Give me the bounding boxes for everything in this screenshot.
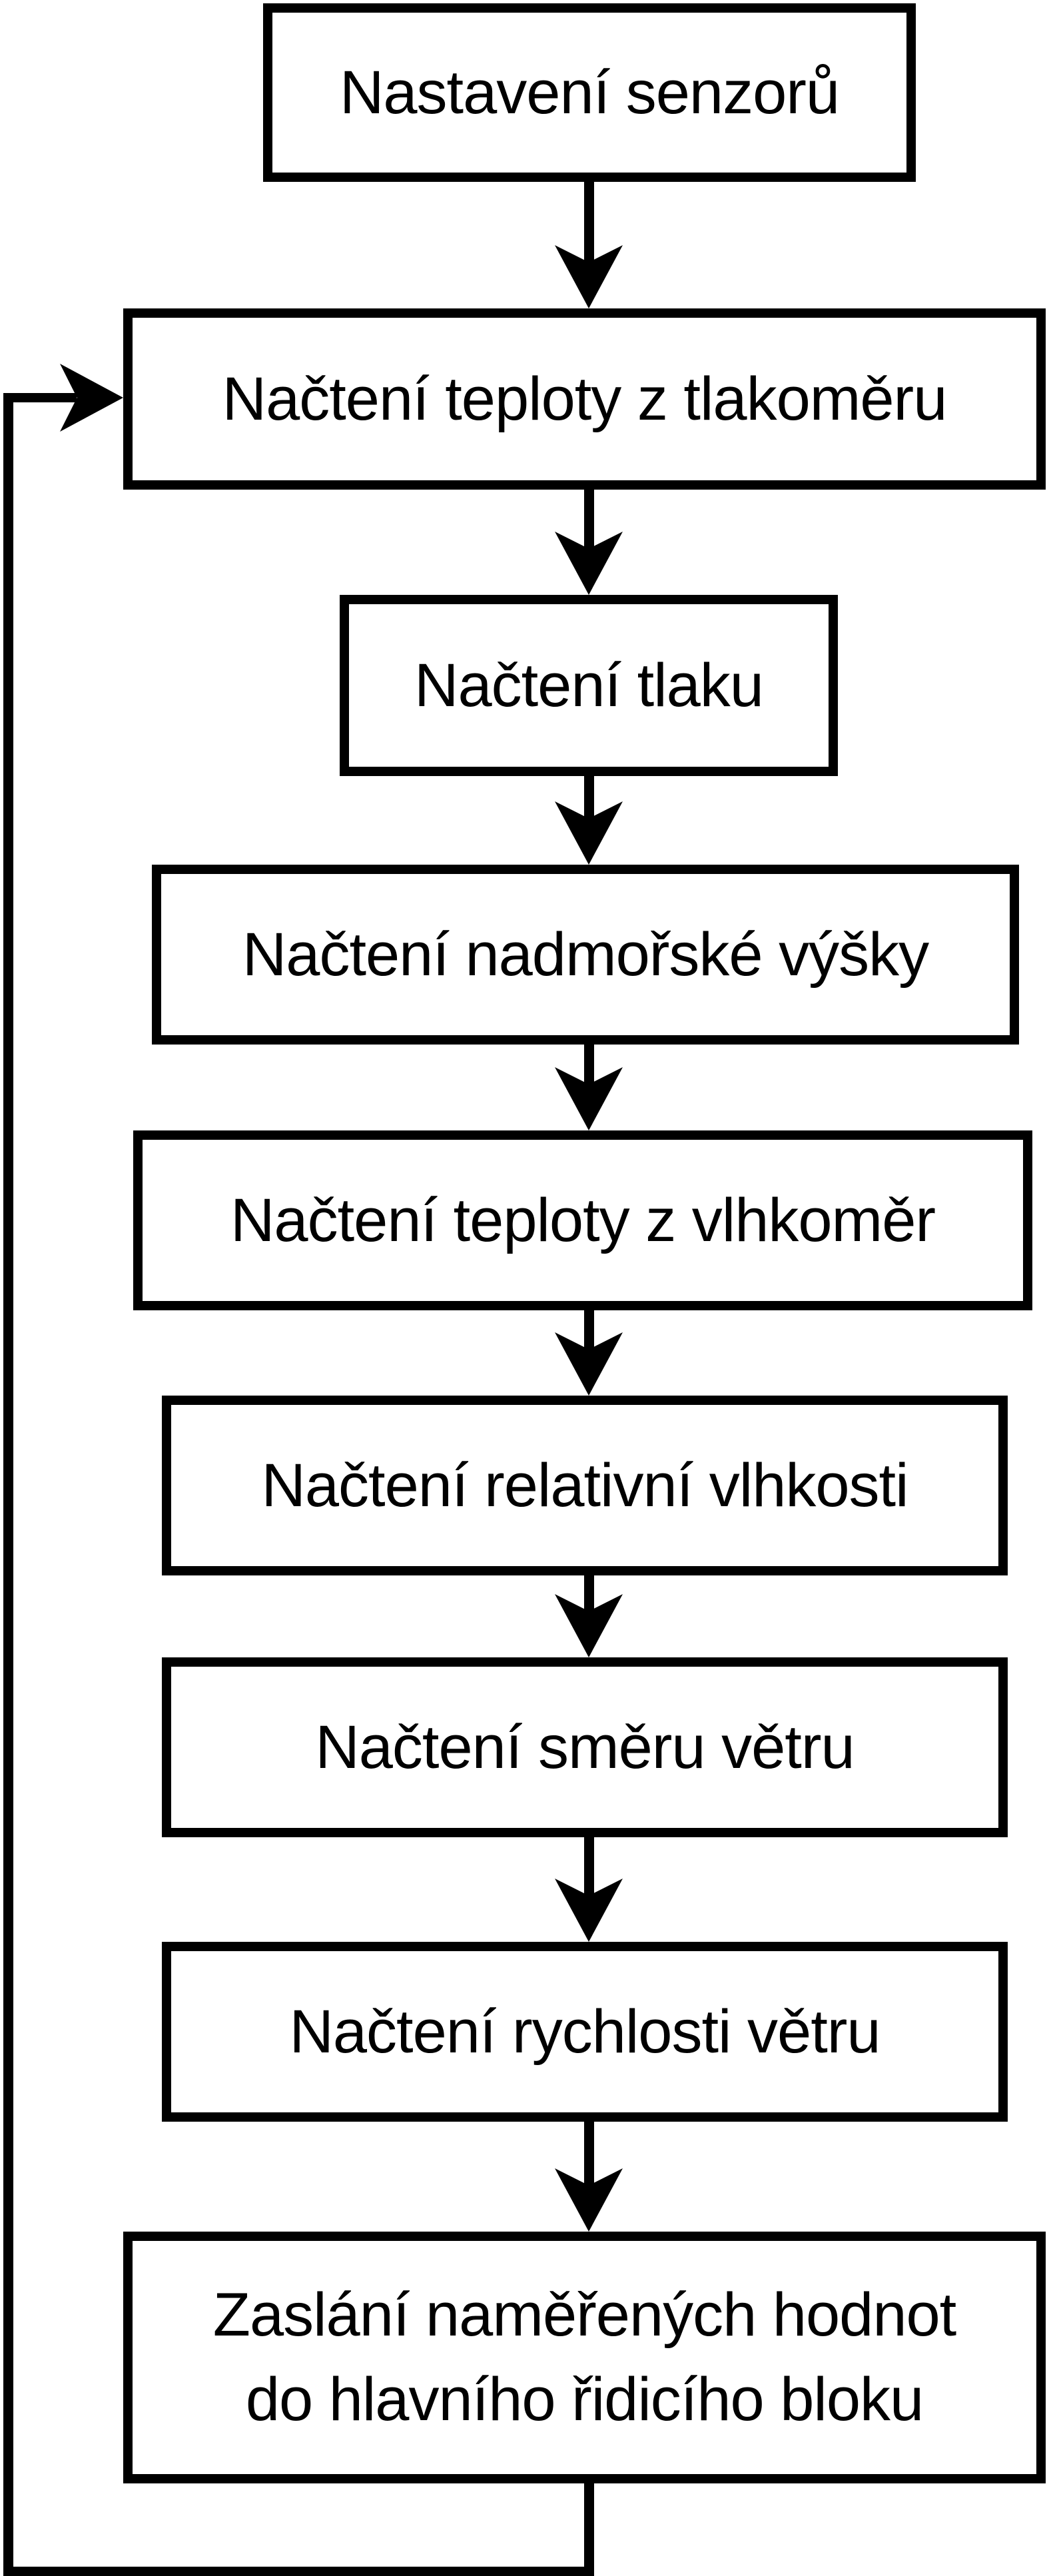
node-label: Nastavení senzorů: [339, 58, 840, 127]
edge-7-line: [584, 1837, 594, 1900]
edge-4-line: [584, 1045, 594, 1088]
edge-5-line: [584, 1310, 594, 1354]
node-read-wind-speed: Načtení rychlosti větru: [162, 1942, 1008, 2122]
node-send-values: Zaslání naměřených hodnot do hlavního ři…: [123, 2232, 1046, 2483]
node-read-rel-humidity: Načtení relativní vlhkosti: [162, 1396, 1008, 1575]
edge-3-line: [584, 776, 594, 823]
node-label: Načtení směru větru: [315, 1713, 855, 1781]
loop-edge-segment-top: [3, 393, 77, 402]
node-read-temp-barometer: Načtení teploty z tlakoměru: [123, 308, 1046, 490]
node-read-pressure: Načtení tlaku: [340, 595, 838, 776]
loop-edge-segment-bottom: [3, 2567, 594, 2576]
node-label: Načtení rychlosti větru: [289, 1997, 880, 2066]
node-setup-sensors: Nastavení senzorů: [263, 3, 916, 182]
node-label: Načtení teploty z tlakoměru: [222, 364, 948, 433]
node-label-line-2: do hlavního řidicího bloku: [245, 2365, 924, 2433]
node-label: Načtení tlaku: [414, 651, 764, 719]
node-label: Načtení nadmořské výšky: [242, 920, 929, 989]
edge-6-line: [584, 1575, 594, 1615]
edge-2-line: [584, 490, 594, 553]
node-read-wind-direction: Načtení směru větru: [162, 1657, 1008, 1837]
edge-1-line: [584, 182, 594, 266]
node-label: Načtení relativní vlhkosti: [261, 1451, 908, 1519]
node-label-line-1: Zaslání naměřených hodnot: [212, 2281, 956, 2350]
loop-edge-segment-down: [584, 2483, 594, 2576]
node-read-temp-hygrometer: Načtení teploty z vlhkoměr: [133, 1130, 1032, 1310]
node-read-altitude: Načtení nadmořské výšky: [152, 865, 1019, 1045]
edge-8-line: [584, 2122, 594, 2190]
loop-edge-segment-left: [3, 393, 13, 2576]
node-label: Načtení teploty z vlhkoměr: [230, 1186, 936, 1254]
